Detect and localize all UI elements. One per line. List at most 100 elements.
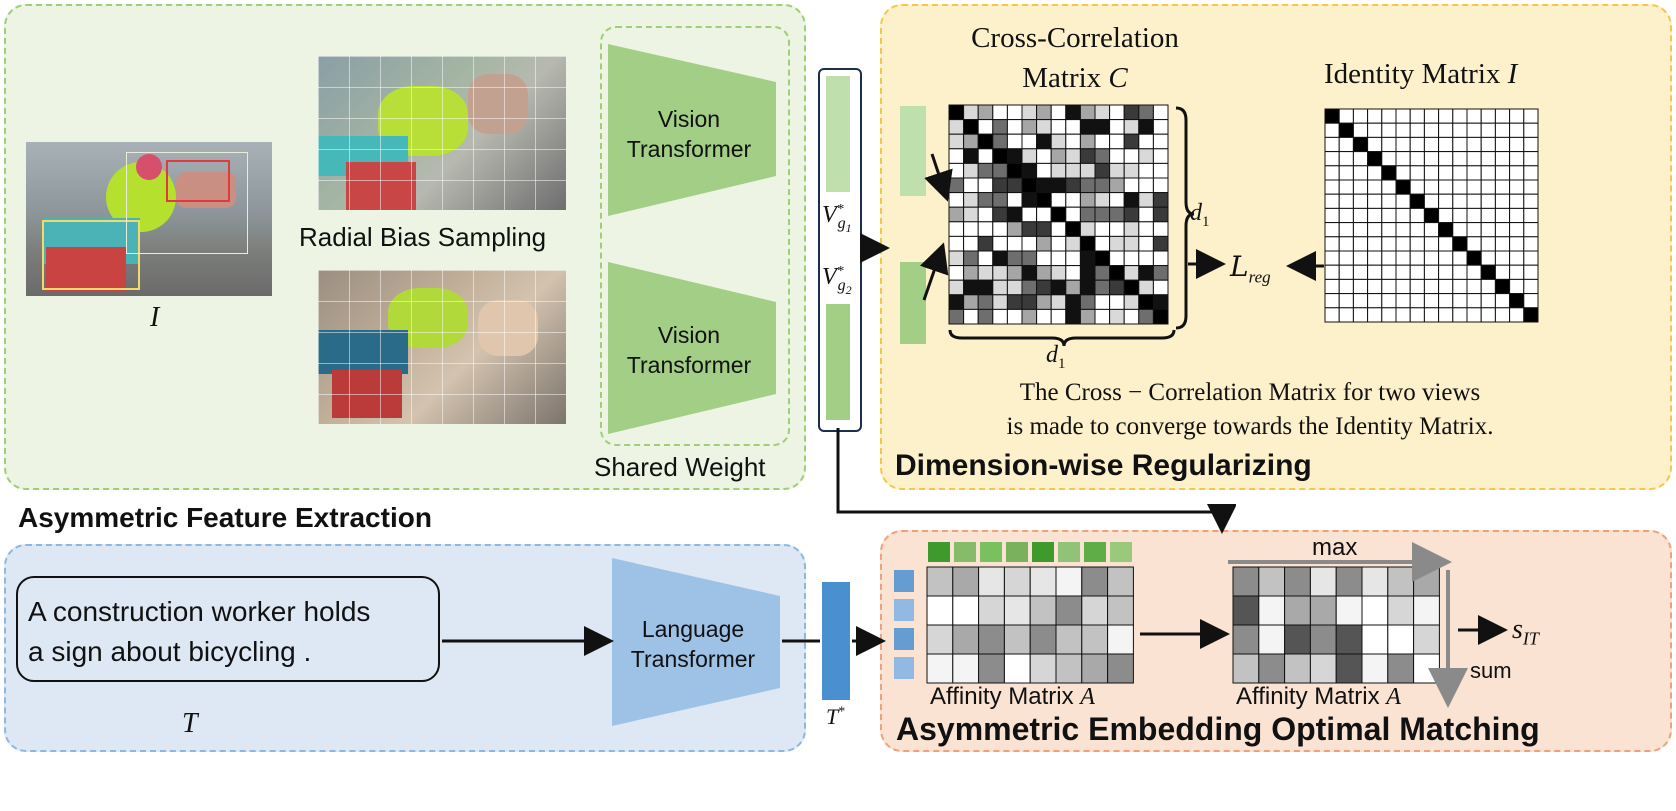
identity-cell <box>1494 122 1511 138</box>
identity-cell <box>1367 264 1383 280</box>
affinity-cell <box>1107 624 1134 655</box>
identity-cell <box>1452 136 1468 153</box>
identity-cell <box>1452 207 1468 224</box>
identity-cell <box>1466 179 1482 195</box>
identity-cell <box>1523 136 1539 153</box>
identity-cell <box>1352 193 1369 209</box>
affinity-cell <box>1055 566 1083 597</box>
identity-cell <box>1494 193 1511 209</box>
identity-cell <box>1452 122 1468 138</box>
affinity-cell <box>1029 595 1057 626</box>
view1-arrow <box>924 153 953 202</box>
identity-cell <box>1338 236 1354 252</box>
affinity-cell <box>1309 595 1337 626</box>
affinity-cell <box>978 624 1005 655</box>
identity-cell <box>1480 165 1496 181</box>
identity-cell <box>1509 307 1525 323</box>
identity-cell <box>1423 207 1440 224</box>
identity-cell <box>1367 222 1383 238</box>
identity-cell <box>1509 207 1525 224</box>
identity-cell <box>1409 165 1425 181</box>
identity-cell <box>1494 307 1511 323</box>
identity-cell <box>1395 193 1411 209</box>
affinity-cell <box>926 653 954 684</box>
identity-cell <box>1409 136 1425 153</box>
affinity-cell <box>1107 653 1134 684</box>
visual-token-pattern <box>1110 542 1132 562</box>
identity-cell <box>1523 207 1539 224</box>
identity-cell <box>1338 165 1354 181</box>
identity-cell <box>1423 307 1440 323</box>
text-token-pattern <box>894 657 914 679</box>
visual-token-pattern <box>1058 542 1080 562</box>
identity-cell <box>1523 307 1539 323</box>
identity-cell <box>1452 264 1468 280</box>
identity-cell <box>1367 207 1383 224</box>
affinity-cell <box>1284 653 1311 684</box>
affinity-cell <box>1258 566 1286 597</box>
regularizer-connectors <box>919 106 1324 347</box>
identity-matrix <box>1324 108 1539 323</box>
affinity-cell <box>1081 624 1109 655</box>
identity-cell <box>1381 108 1397 124</box>
identity-cell <box>1381 165 1397 181</box>
affinity-cell <box>1029 624 1057 655</box>
identity-cell <box>1523 122 1539 138</box>
visual-token-patterns <box>928 542 1132 562</box>
identity-cell <box>1381 122 1397 138</box>
tstar-label: T* <box>826 704 846 729</box>
identity-cell <box>1509 236 1525 252</box>
identity-cell <box>1509 293 1525 309</box>
identity-cell <box>1523 108 1539 124</box>
text-embedding-bar <box>822 582 850 700</box>
identity-cell <box>1438 278 1454 295</box>
identity-cell <box>1480 151 1496 167</box>
identity-cell <box>1480 222 1496 238</box>
identity-cell <box>1367 151 1383 167</box>
affinity-cell <box>1003 566 1031 597</box>
text-token-patterns <box>894 570 914 679</box>
identity-cell <box>1381 307 1397 323</box>
identity-cell <box>1509 250 1525 266</box>
affinity-left-label: Affinity Matrix A <box>930 683 1095 710</box>
affinity-cell <box>1081 653 1109 684</box>
identity-cell <box>1452 222 1468 238</box>
identity-cell <box>1338 207 1354 224</box>
visual-token-pattern <box>1032 542 1054 562</box>
identity-cell <box>1452 236 1468 252</box>
identity-cell <box>1395 250 1411 266</box>
shared-weight-box <box>600 26 790 446</box>
identity-cell <box>1523 293 1539 309</box>
identity-cell <box>1509 264 1525 280</box>
identity-cell <box>1480 264 1496 280</box>
identity-cell <box>1352 108 1369 124</box>
identity-cell <box>1523 278 1539 295</box>
identity-cell <box>1352 151 1369 167</box>
vision-transformer-top: Vision Transformer <box>626 106 752 162</box>
visual-embedding-g1-bar <box>826 76 850 192</box>
loss-label: Lreg <box>1230 250 1271 287</box>
identity-cell <box>1338 222 1354 238</box>
affinity-cell <box>1284 624 1311 655</box>
identity-cell <box>1409 179 1425 195</box>
matching-connectors <box>1140 542 1508 708</box>
identity-cell <box>1452 307 1468 323</box>
identity-cell <box>1438 179 1454 195</box>
affinity-cell <box>1361 653 1389 684</box>
identity-cell <box>1395 307 1411 323</box>
identity-cell <box>1395 293 1411 309</box>
text-token-pattern <box>894 570 914 592</box>
identity-cell <box>1466 151 1482 167</box>
identity-cell <box>1423 151 1440 167</box>
visual-token-pattern <box>980 542 1002 562</box>
affinity-cell <box>1107 566 1134 597</box>
identity-cell <box>1338 151 1354 167</box>
identity-cell <box>1352 122 1369 138</box>
image-label: I <box>150 302 160 333</box>
affinity-cell <box>978 595 1005 626</box>
affinity-cell <box>978 566 1005 597</box>
identity-cell <box>1395 236 1411 252</box>
identity-cell <box>1466 293 1482 309</box>
identity-cell <box>1523 264 1539 280</box>
identity-cell <box>1480 293 1496 309</box>
